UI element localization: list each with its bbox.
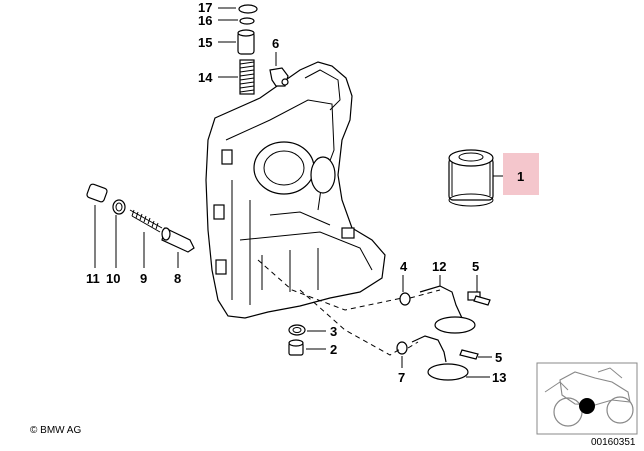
callout-2: 2	[330, 342, 337, 357]
callout-11: 11	[86, 271, 100, 286]
housing-drawing	[205, 61, 386, 319]
callout-6: 6	[272, 36, 279, 51]
oil-filter-drawing	[448, 149, 494, 207]
callout-10: 10	[106, 271, 120, 286]
callout-4: 4	[400, 259, 408, 274]
callout-7-bottom: 7	[398, 370, 405, 385]
callout-8: 8	[174, 271, 181, 286]
left-parts-drawing	[86, 183, 195, 253]
leader-lines	[94, 7, 503, 378]
callout-17: 17	[198, 0, 212, 15]
pickup-parts-drawing	[396, 285, 491, 381]
callout-9: 9	[140, 271, 147, 286]
callout-1: 1	[517, 169, 524, 184]
top-parts-drawing	[237, 4, 289, 95]
callout-5-bottom: 5	[495, 350, 502, 365]
callout-16: 16	[198, 13, 212, 28]
callout-14: 14	[198, 70, 213, 85]
diagram-number: 00160351	[591, 437, 636, 448]
plug-parts-drawing	[288, 324, 306, 356]
motorcycle-locator-thumbnail	[536, 362, 638, 435]
callout-3: 3	[330, 324, 337, 339]
assembly-lines	[257, 259, 441, 356]
callout-13: 13	[492, 370, 506, 385]
copyright-text: © BMW AG	[30, 425, 81, 436]
callout-5-top: 5	[472, 259, 479, 274]
location-marker-dot	[579, 398, 595, 414]
callout-12: 12	[432, 259, 446, 274]
callout-15: 15	[198, 35, 212, 50]
callout-1-highlight	[503, 153, 539, 195]
